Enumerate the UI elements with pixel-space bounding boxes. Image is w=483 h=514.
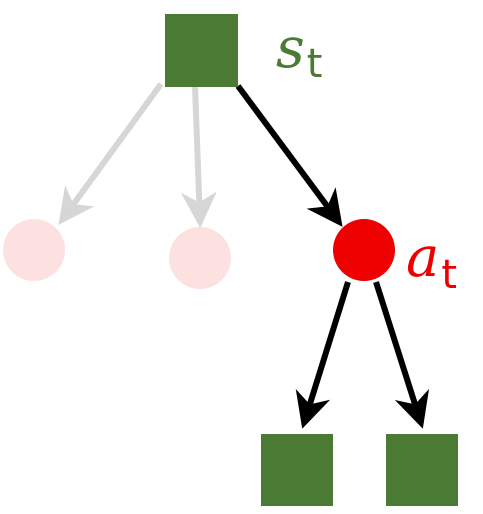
action-label-subscript: t	[441, 252, 457, 298]
action-node	[333, 219, 395, 281]
faded-edge-middle	[180, 85, 217, 228]
faded-action-node-left	[3, 219, 65, 281]
edge-state-to-action	[235, 84, 343, 227]
next-state-node-left	[261, 434, 333, 506]
action-label: at	[406, 225, 457, 298]
state-label: st	[276, 16, 322, 87]
action-label-symbol: a	[406, 225, 439, 290]
state-label-symbol: s	[276, 16, 305, 81]
edge-action-to-next-state-right	[373, 281, 430, 429]
faded-action-node-middle	[169, 227, 231, 289]
edge-action-to-next-state-left	[295, 281, 351, 429]
faded-edge-left	[58, 82, 164, 225]
next-state-node-right	[386, 434, 458, 506]
state-label-subscript: t	[307, 41, 323, 87]
state-node-root	[165, 14, 238, 87]
